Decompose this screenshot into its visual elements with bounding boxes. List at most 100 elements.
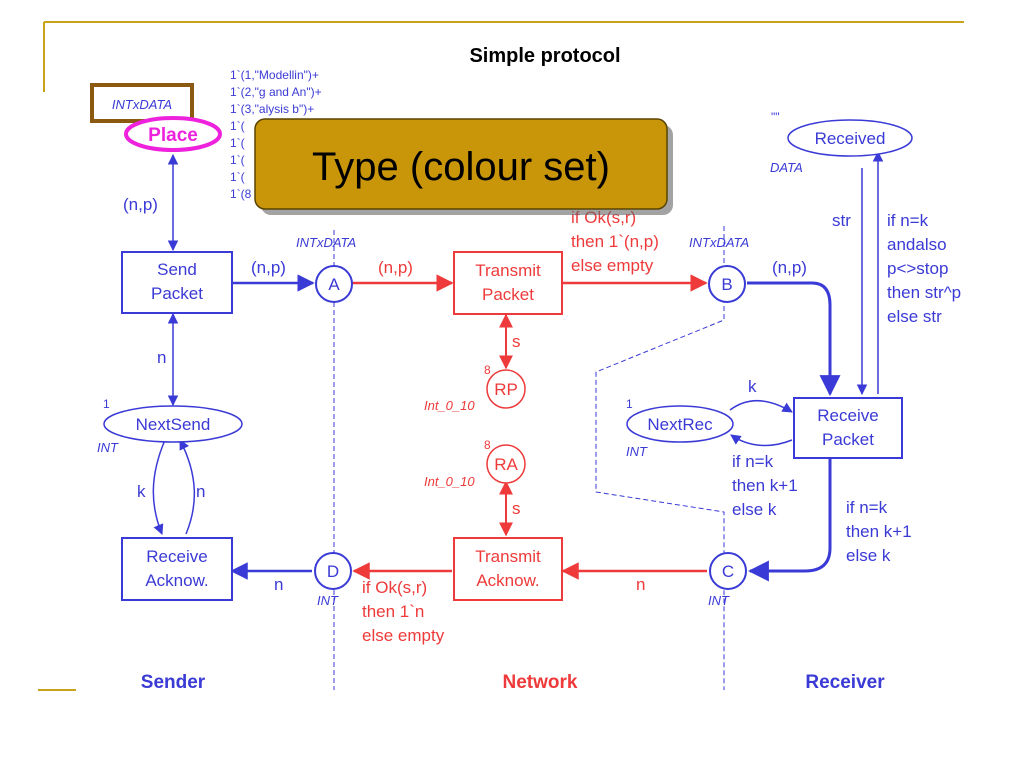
arc-expression: if n=k — [846, 498, 888, 517]
place-type: INT — [626, 444, 648, 459]
marking-line: 1`( — [230, 119, 245, 133]
arc-nextsend-recack — [152, 439, 166, 535]
place-label: C — [722, 562, 734, 581]
place-init: "" — [771, 110, 780, 124]
place-init: 1 — [103, 397, 110, 411]
arc-b-receive — [747, 281, 841, 397]
arc-expression: else str — [887, 307, 942, 326]
place-type: INT — [708, 593, 730, 608]
arc-expression: else k — [732, 500, 777, 519]
initial-marking: 1`(1,"Modellin")+ 1`(2,"g and An")+ 1`(3… — [230, 68, 322, 201]
arc-expression: else k — [846, 546, 891, 565]
place-label: B — [721, 275, 732, 294]
slide-title: Simple protocol — [469, 45, 620, 67]
marking-line: 1`(1,"Modellin")+ — [230, 68, 319, 82]
arc-labels: (n,p) (n,p) (n,p) (n,p) n k n s s k str … — [123, 195, 961, 645]
arc-expression: then k+1 — [846, 522, 912, 541]
arc-label: s — [512, 499, 521, 518]
place-nextrec — [626, 405, 734, 443]
arc-nextrec-receive — [729, 399, 793, 413]
arc-recack-nextsend — [179, 439, 196, 535]
transition-transmit-packet — [453, 251, 563, 315]
transition-label: Packet — [482, 285, 534, 304]
place-label: NextSend — [136, 415, 211, 434]
arc-receive-nextrec — [730, 434, 793, 447]
place-type: DATA — [770, 160, 803, 175]
arc-expression: p<>stop — [887, 259, 948, 278]
arc-expression: if n=k — [887, 211, 929, 230]
section-label-sender: Sender — [141, 672, 206, 693]
marking-line: 1`(2,"g and An")+ — [230, 85, 322, 99]
arc-label: n — [636, 575, 645, 594]
transition-label: Packet — [822, 430, 874, 449]
transition-label: Acknow. — [145, 571, 208, 590]
arc-expression: else empty — [571, 256, 654, 275]
place-label: NextRec — [647, 415, 713, 434]
place-a — [315, 265, 353, 303]
marking-line: 1`( — [230, 170, 245, 184]
type-callout-text: Type (colour set) — [312, 145, 610, 189]
place-type: Int_0_10 — [424, 398, 475, 413]
slide-frame — [38, 21, 964, 691]
place-type: INT — [97, 440, 119, 455]
transition-label: Transmit — [475, 547, 541, 566]
place-init: 8 — [484, 438, 491, 452]
arc-label: (n,p) — [772, 258, 807, 277]
transition-transmit-acknow — [453, 537, 563, 601]
type-annotation-text: INTxDATA — [112, 97, 172, 112]
arc-expression: else empty — [362, 626, 445, 645]
arc-expression: if Ok(s,r) — [362, 578, 427, 597]
marking-line: 1`(3,"alysis b")+ — [230, 102, 314, 116]
transition-label: Packet — [151, 284, 203, 303]
arc-label: n — [274, 575, 283, 594]
arc-label: n — [157, 348, 166, 367]
arc-expression: then k+1 — [732, 476, 798, 495]
arc-label: (n,p) — [251, 258, 286, 277]
place-type: INT — [317, 593, 339, 608]
arc-expression: if n=k — [732, 452, 774, 471]
arc-label: s — [512, 332, 521, 351]
place-rp — [486, 369, 526, 409]
place-type: Int_0_10 — [424, 474, 475, 489]
place-label: D — [327, 562, 339, 581]
marking-line: 1`( — [230, 153, 245, 167]
transition-label: Acknow. — [476, 571, 539, 590]
place-b — [708, 265, 746, 303]
arc-label: k — [748, 377, 757, 396]
type-callout: Type (colour set) — [254, 118, 673, 215]
transition-send-packet — [121, 251, 233, 314]
arc-expression: then 1`n — [362, 602, 424, 621]
type-annotation: INTxDATA — [90, 83, 194, 123]
arc-label: str — [832, 211, 851, 230]
transition-label: Send — [157, 260, 197, 279]
transitions: Send Packet Transmit Packet Receive Pack… — [121, 251, 903, 601]
place-received — [787, 119, 913, 157]
section-dividers — [333, 226, 725, 690]
arc-label: (n,p) — [378, 258, 413, 277]
place-nextsend — [103, 405, 243, 443]
transition-label: Transmit — [475, 261, 541, 280]
place-label: Received — [815, 129, 886, 148]
arc-label: (n,p) — [123, 195, 158, 214]
section-label-receiver: Receiver — [805, 672, 885, 693]
arc-label: n — [196, 482, 205, 501]
place-label: RP — [494, 380, 518, 399]
arc-expression: andalso — [887, 235, 947, 254]
arc-expression: then str^p — [887, 283, 961, 302]
place-label: RA — [494, 455, 518, 474]
place-d — [314, 552, 352, 590]
transition-receive-acknow — [121, 537, 233, 601]
arc-expression: then 1`(n,p) — [571, 232, 659, 251]
section-label-network: Network — [503, 672, 578, 693]
place-type: INTxDATA — [296, 235, 356, 250]
arcs — [152, 150, 884, 582]
marking-line: 1`(8 — [230, 187, 252, 201]
arc-receive-c — [747, 458, 832, 582]
place-annotation: Place — [124, 116, 222, 152]
marking-line: 1`( — [230, 136, 245, 150]
place-ra — [486, 444, 526, 484]
place-annotation-text: Place — [148, 125, 198, 146]
places: A INTxDATA B INTxDATA C INT D INT RP 8 I… — [97, 110, 913, 608]
place-c — [709, 552, 747, 590]
